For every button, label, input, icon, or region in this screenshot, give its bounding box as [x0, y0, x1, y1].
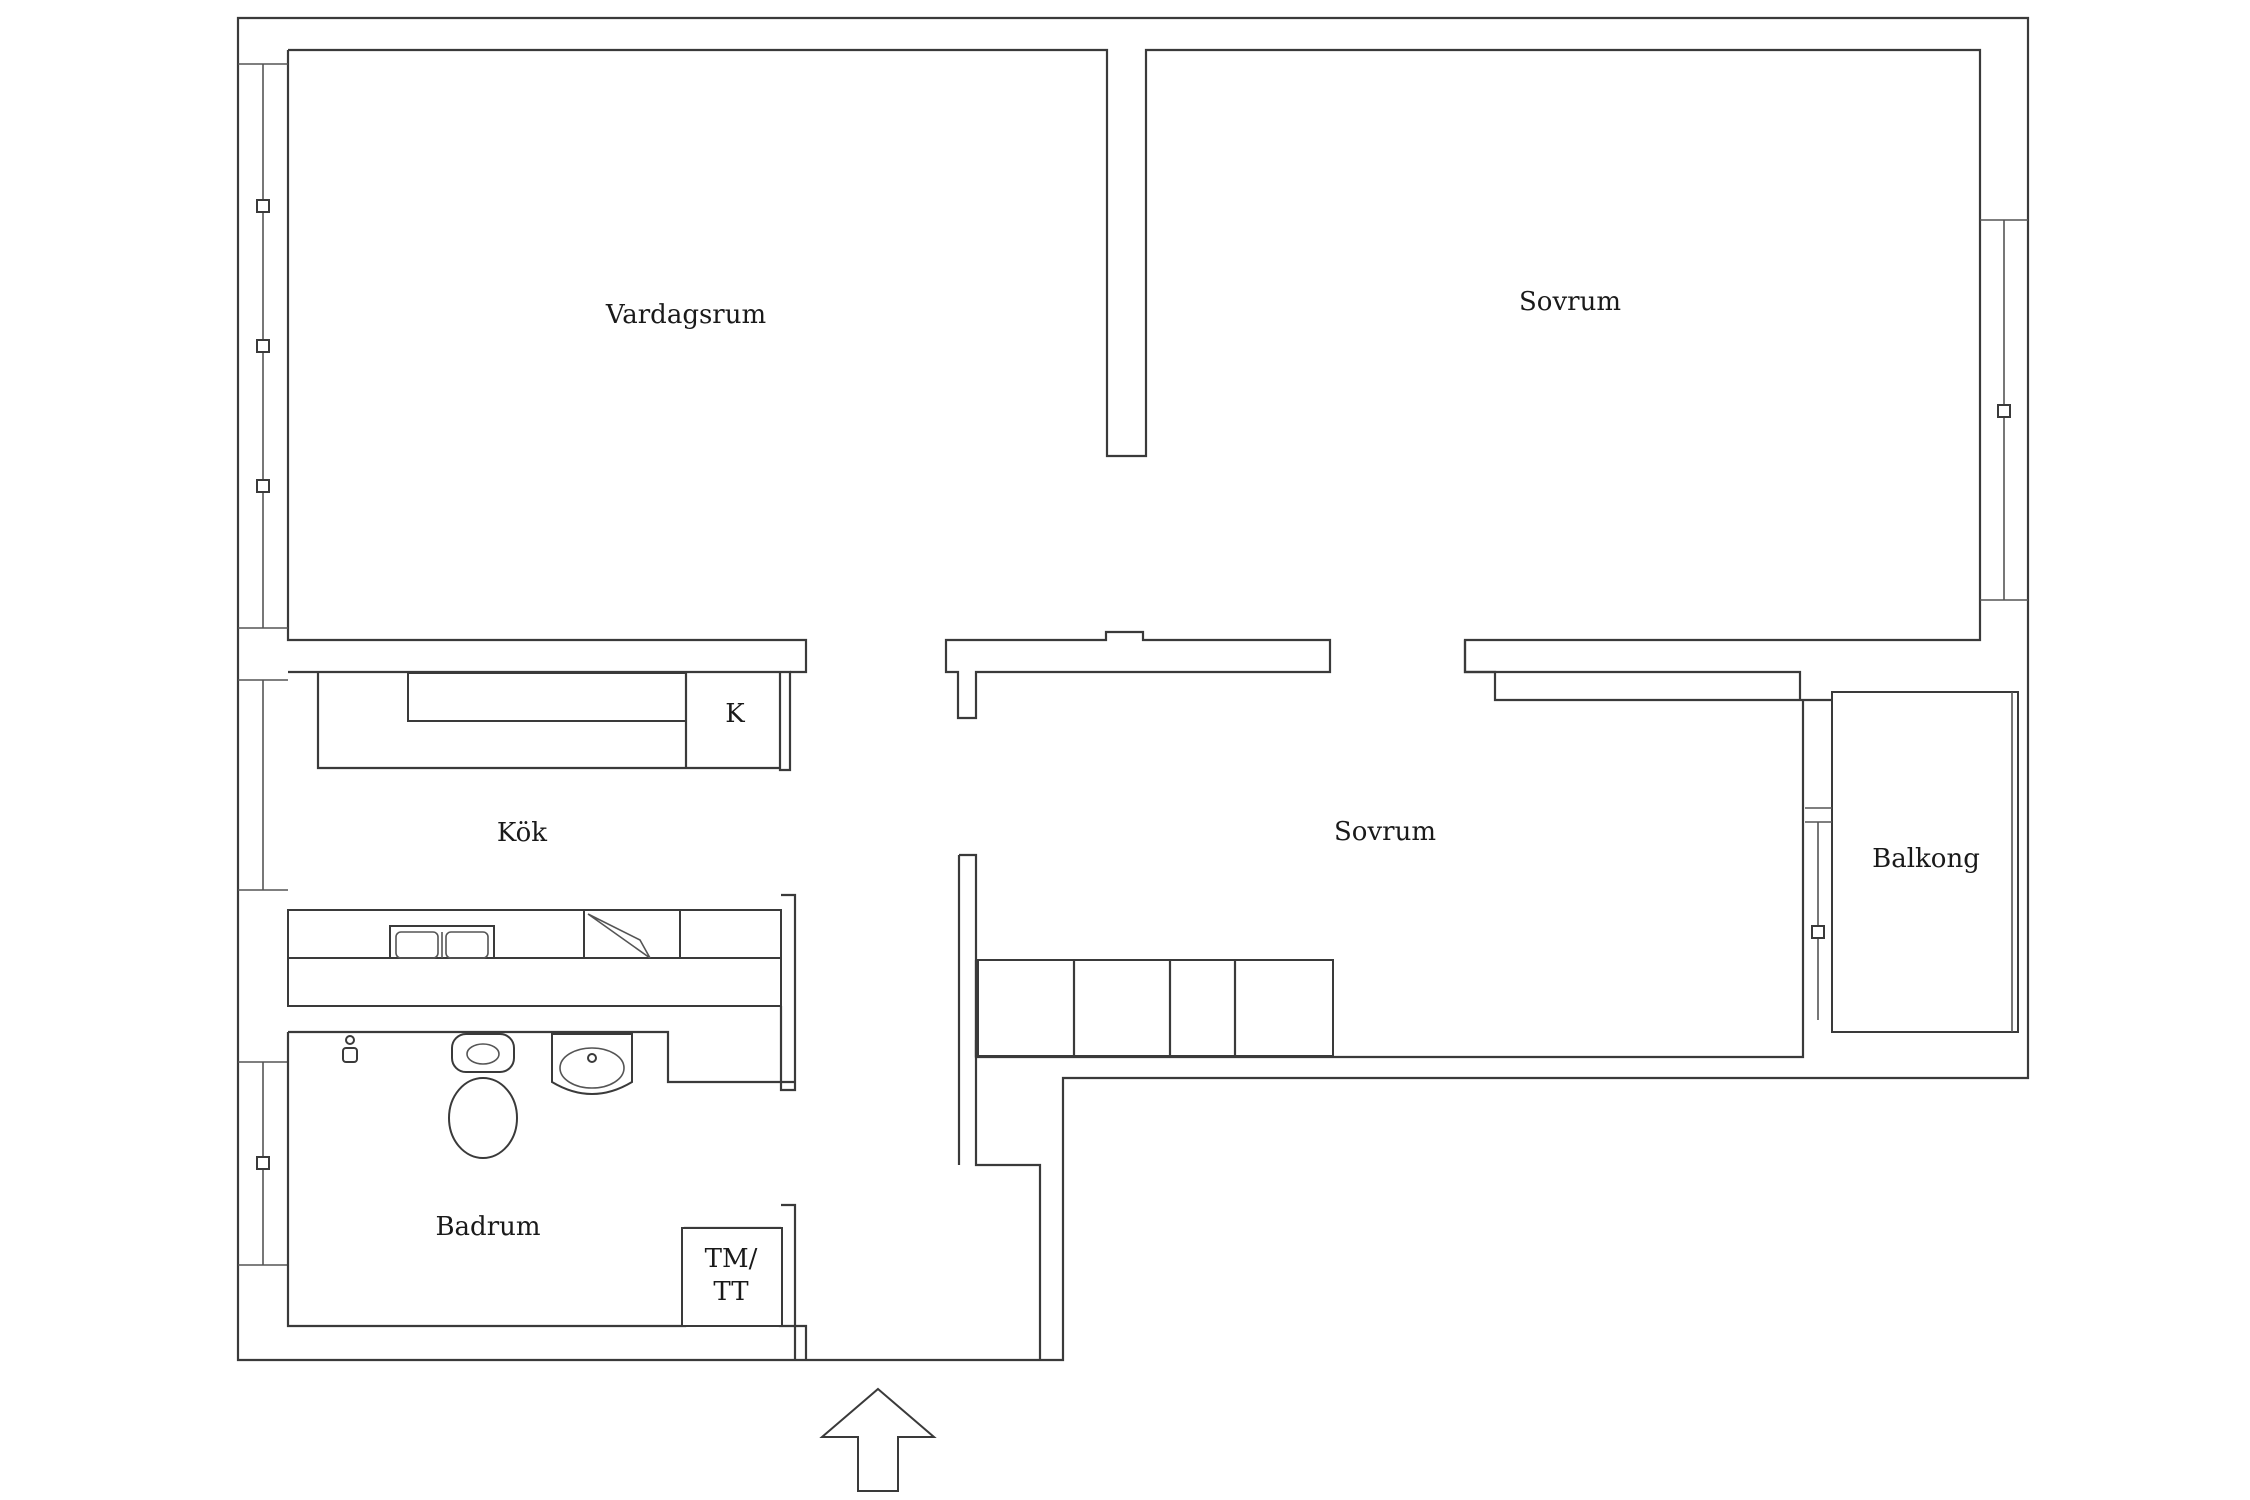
label-sovrum-2: Sovrum [1334, 817, 1436, 847]
kitchen-sink-icon [389, 925, 495, 959]
kitchen-lower-wall [779, 893, 797, 1092]
central-wall-left [944, 630, 1332, 720]
stove-icon [583, 909, 681, 959]
toilet-icon [448, 1033, 518, 1159]
sovrum-2-walls [974, 700, 1805, 1059]
kitchen-lower-counter-top [287, 909, 782, 959]
outer-wall [236, 16, 2030, 1362]
label-badrum: Badrum [435, 1212, 540, 1242]
label-kok: Kök [497, 818, 547, 848]
kitchen-upper-cabinet [407, 672, 687, 722]
vardagsrum-inner-west [286, 50, 808, 674]
central-wall-right [1463, 640, 1802, 700]
label-tm-tt-2: TT [713, 1277, 749, 1307]
wardrobes [977, 959, 1334, 1057]
entrance-arrow-icon [819, 1387, 937, 1492]
kitchen-upper-counter [316, 672, 780, 770]
washbasin-icon [551, 1033, 633, 1095]
corridor-wall [957, 853, 1042, 1360]
label-sovrum-1: Sovrum [1519, 287, 1621, 317]
balcony [1805, 691, 2019, 1033]
label-kok-k: K [725, 699, 745, 729]
east-windows [1980, 219, 2028, 601]
kitchen-lower-counter [287, 957, 782, 1007]
label-vardagsrum: Vardagsrum [605, 300, 766, 330]
west-windows [238, 63, 288, 1266]
vardagsrum-walls [288, 48, 1982, 702]
label-balkong: Balkong [1872, 844, 1980, 874]
tm-tt-cabinet [681, 1227, 783, 1327]
tap-icon [342, 1035, 358, 1063]
label-tm-tt-1: TM/ [705, 1244, 758, 1274]
